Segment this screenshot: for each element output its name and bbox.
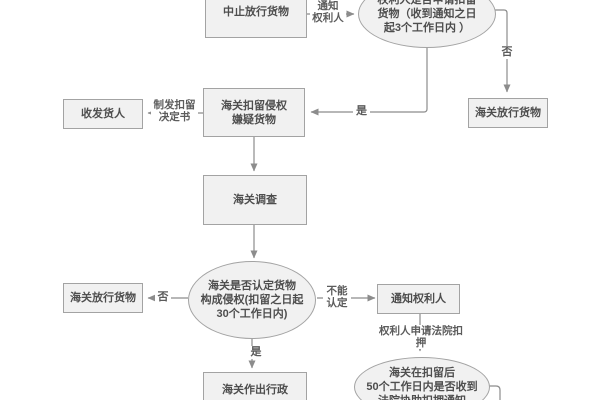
node-notify-rights-holder: 通知权利人 — [377, 284, 460, 314]
edge-label-no-2: 否 — [155, 291, 171, 304]
node-infringement-decision: 海关是否认定货物 构成侵权(扣留之日起 30个工作日内) — [188, 261, 316, 339]
edge-label-yes-2: 是 — [248, 346, 264, 359]
node-customs-detain-goods: 海关扣留侵权 嫌疑货物 — [203, 88, 305, 137]
edge-label-no-1: 否 — [499, 46, 515, 59]
node-customs-release-goods-top: 海关放行货物 — [468, 98, 548, 128]
edge-label-apply-court-seizure: 权利人申请法院扣押 — [374, 325, 468, 349]
node-customs-investigation: 海关调查 — [203, 175, 307, 225]
edge-label-notify-rights-holder: 通知 权利人 — [310, 0, 346, 24]
edge-apply-yes-to-detain — [310, 47, 428, 116]
node-customs-release-goods-left: 海关放行货物 — [63, 283, 143, 313]
edge-court-notice-out — [488, 385, 501, 400]
node-suspend-release: 中止放行货物 — [205, 0, 307, 38]
node-admin-penalty: 海关作出行政 — [203, 372, 307, 400]
node-consignee: 收发货人 — [63, 99, 143, 129]
edge-label-issue-detention-decision: 制发扣留 决定书 — [151, 99, 198, 123]
edge-apply-no-to-release — [494, 9, 511, 93]
edge-label-cannot-determine: 不能 认定 — [323, 285, 351, 309]
edge-label-yes-1: 是 — [353, 105, 370, 118]
